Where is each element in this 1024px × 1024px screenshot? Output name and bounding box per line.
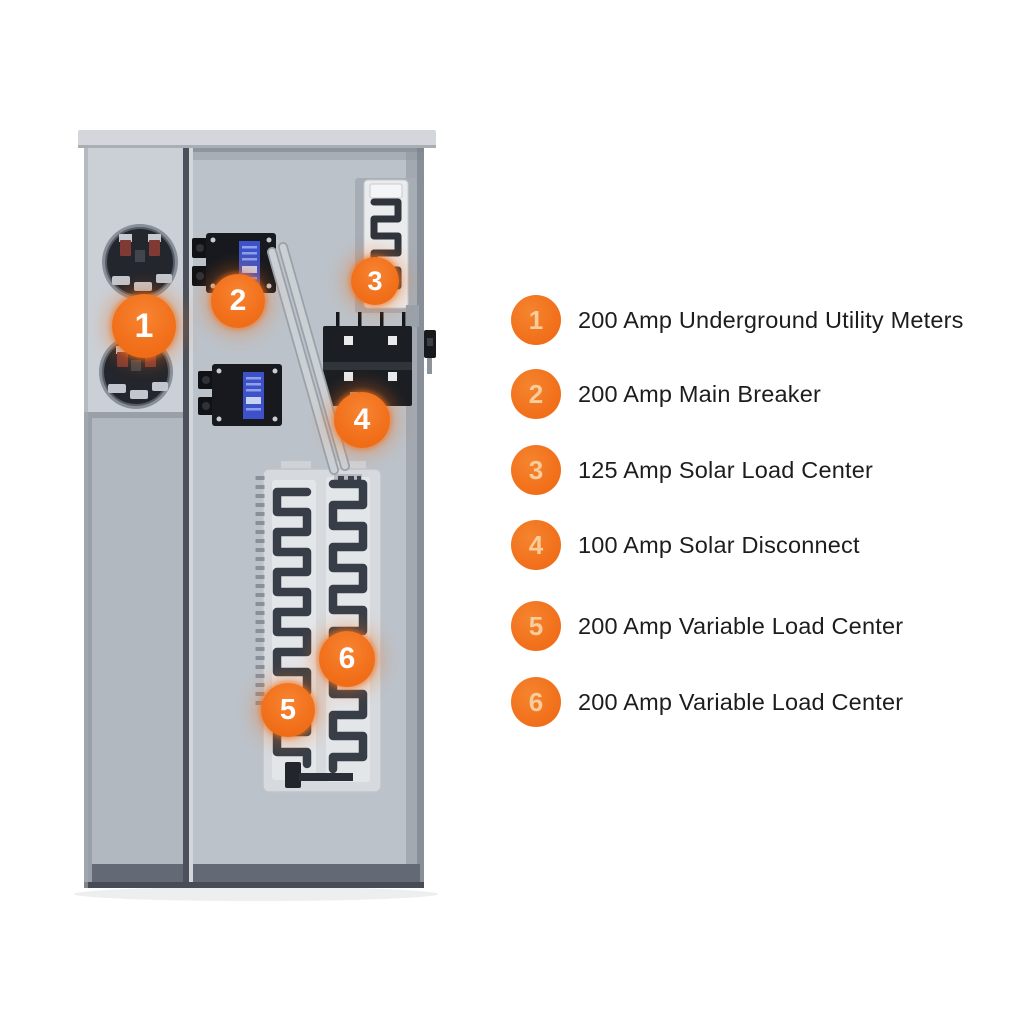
callout-marker-4-number: 4 [353,403,371,436]
supply-cables-icon [267,242,350,475]
ground-shadow [74,887,438,901]
solar-load-center-icon [355,178,419,327]
legend-badge-3: 3 [511,445,561,495]
legend-number-1: 1 [528,304,544,335]
legend-number-4: 4 [528,529,544,560]
callout-marker-6: 6 [319,631,375,687]
legend-number-5: 5 [528,610,544,641]
legend-label-5: 200 Amp Variable Load Center [578,612,904,639]
legend-label-2: 200 Amp Main Breaker [578,380,822,407]
callout-marker-1: 1 [112,294,176,358]
cabinet-handle-icon [424,330,436,374]
legend-item-4: 4 100 Amp Solar Disconnect [511,520,860,570]
legend-item-2: 2 200 Amp Main Breaker [511,369,821,419]
callout-marker-1-number: 1 [134,306,154,345]
legend-item-6: 6 200 Amp Variable Load Center [511,677,903,727]
callout-marker-2: 2 [211,274,265,328]
callout-marker-3: 3 [351,257,399,305]
legend-badge-6: 6 [511,677,561,727]
callout-marker-2-number: 2 [229,284,247,317]
callout-marker-5-number: 5 [279,693,297,726]
legend-number-2: 2 [528,378,544,409]
legend-label-3: 125 Amp Solar Load Center [578,456,874,483]
solar-disconnect-icon [323,312,412,406]
legend-badge-2: 2 [511,369,561,419]
variable-load-center-icon [255,461,382,793]
legend-badge-4: 4 [511,520,561,570]
legend-badge-1: 1 [511,295,561,345]
callout-marker-4: 4 [334,392,390,448]
legend-label-4: 100 Amp Solar Disconnect [578,531,860,558]
callout-marker-3-number: 3 [367,265,383,296]
legend-item-5: 5 200 Amp Variable Load Center [511,601,903,651]
busbar-right-icon [328,479,368,774]
legend-item-1: 1 200 Amp Underground Utility Meters [511,295,964,345]
utility-meter-top-icon [102,224,178,300]
legend-label-6: 200 Amp Variable Load Center [578,688,904,715]
legend-number-6: 6 [528,686,544,717]
callout-marker-5: 5 [261,683,315,737]
legend-badge-5: 5 [511,601,561,651]
legend-number-3: 3 [528,454,544,485]
main-breaker-bottom-icon [198,364,282,426]
legend-item-3: 3 125 Amp Solar Load Center [511,445,873,495]
legend-label-1: 200 Amp Underground Utility Meters [578,306,964,333]
callout-marker-6-number: 6 [338,642,356,675]
